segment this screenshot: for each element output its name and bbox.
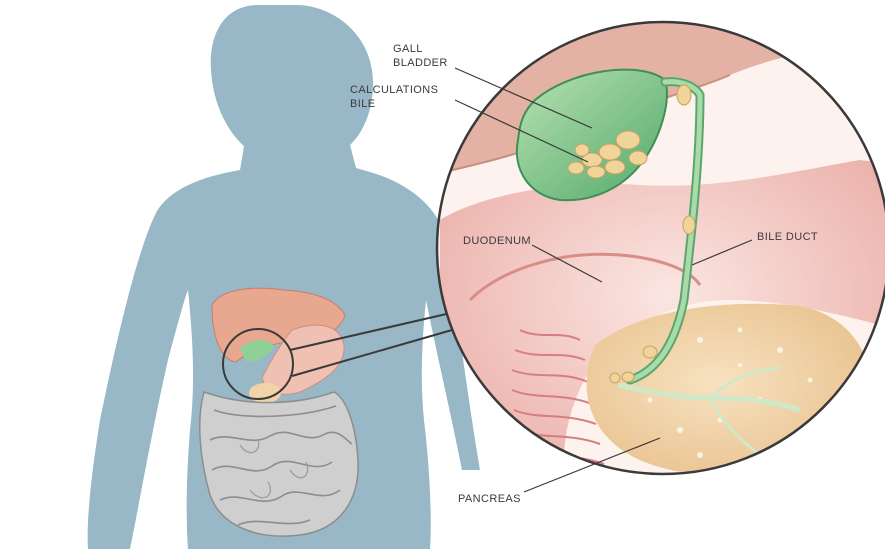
intestines: [200, 392, 358, 536]
label-gall-bladder-line1: GALL: [393, 43, 423, 55]
label-pancreas: PANCREAS: [458, 493, 521, 505]
label-calculations-bile-line1: CALCULATIONS: [350, 84, 438, 96]
label-duodenum: DUODENUM: [463, 235, 531, 247]
label-gall-bladder-line2: BLADDER: [393, 57, 448, 69]
magnified-view: [430, 15, 885, 500]
label-bile-duct: BILE DUCT: [757, 231, 818, 243]
label-calculations-bile-line2: BILE: [350, 98, 375, 110]
